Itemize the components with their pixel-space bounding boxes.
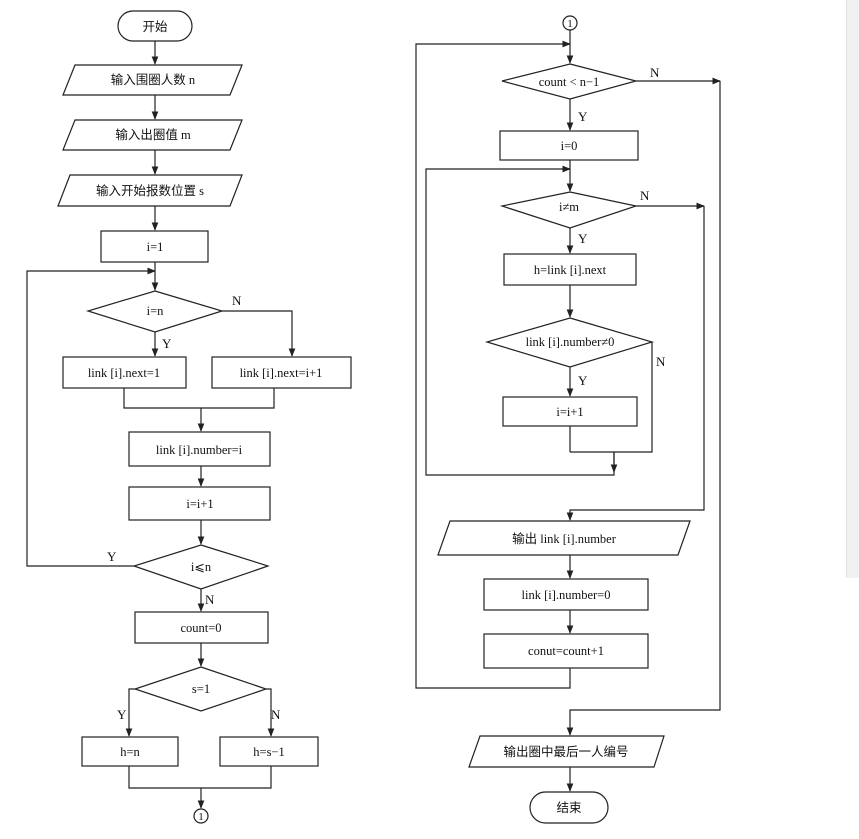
cond-i-eq-n-no: N (232, 293, 242, 308)
cond-number-ne-0-yes: Y (578, 373, 588, 388)
left-connector-label: 1 (198, 811, 204, 823)
vertical-scrollbar[interactable] (846, 0, 859, 578)
right-connector-label: 1 (567, 18, 573, 30)
start-terminal (117, 10, 193, 42)
number-zero-box (483, 578, 649, 611)
next-eq-i1-label: link [i].next=i+1 (240, 366, 323, 380)
input-s-label: 输入开始报数位置 s (96, 183, 204, 198)
output-last-label: 输出圈中最后一人编号 (503, 744, 628, 759)
output-number-parallelogram (437, 520, 691, 556)
input-s-parallelogram (57, 174, 243, 207)
cond-i-eq-n-label: i=n (147, 304, 165, 318)
end-terminal (529, 791, 609, 824)
count-zero-label: count=0 (180, 621, 221, 635)
cond-count-yes: Y (578, 109, 588, 124)
right-connector-circle (562, 15, 578, 31)
input-m-parallelogram (62, 119, 243, 151)
cond-i-ne-m-no: N (640, 188, 650, 203)
next-eq-1-box (62, 356, 187, 389)
input-n-label: 输入围圈人数 n (111, 72, 196, 87)
cond-i-eq-n-diamond (85, 290, 225, 333)
init-i-label: i=1 (147, 240, 164, 254)
cond-count-no: N (650, 65, 660, 80)
init-i-box (100, 230, 209, 263)
input-m-label: 输入出圈值 m (115, 127, 191, 142)
count-inc-box (483, 633, 649, 669)
cond-i-le-n-yes: Y (107, 549, 117, 564)
inc-i-box (128, 486, 271, 521)
h-eq-s1-box (219, 736, 319, 767)
cond-i-ne-m-diamond (499, 191, 639, 229)
next-eq-1-label: link [i].next=1 (88, 366, 160, 380)
h-next-box (503, 253, 637, 286)
i-zero-box (499, 130, 639, 161)
cond-s-eq-1-diamond (133, 666, 268, 712)
start-label: 开始 (142, 20, 168, 34)
h-eq-n-label: h=n (120, 745, 140, 759)
cond-i-ne-m-yes: Y (578, 231, 588, 246)
cond-s-eq-1-no: N (271, 707, 281, 722)
left-flow-lines (26, 41, 296, 809)
count-zero-box (134, 611, 269, 644)
inc-i-right-box (502, 396, 638, 427)
cond-i-ne-m-label: i≠m (559, 200, 579, 214)
number-eq-i-label: link [i].number=i (156, 443, 243, 457)
end-label: 结束 (556, 801, 582, 815)
input-n-parallelogram (62, 64, 243, 96)
i-zero-label: i=0 (561, 139, 578, 153)
inc-i-label: i=i+1 (186, 497, 213, 511)
h-eq-s1-label: h=s−1 (253, 745, 284, 759)
right-flow-lines (415, 30, 721, 792)
cond-s-eq-1-label: s=1 (192, 682, 210, 696)
cond-count-diamond (501, 63, 639, 100)
h-eq-n-box (81, 736, 179, 767)
next-eq-i1-box (211, 356, 352, 389)
number-zero-label: link [i].number=0 (522, 588, 611, 602)
cond-s-eq-1-yes: Y (117, 707, 127, 722)
inc-i-right-label: i=i+1 (556, 405, 583, 419)
count-inc-label: conut=count+1 (528, 644, 604, 658)
h-next-label: h=link [i].next (534, 263, 607, 277)
output-number-label: 输出 link [i].number (512, 531, 617, 546)
output-last-parallelogram (468, 735, 665, 768)
cond-i-le-n-diamond (132, 544, 270, 590)
cond-i-eq-n-yes: Y (162, 336, 172, 351)
cond-number-ne-0-diamond (484, 317, 655, 368)
cond-i-le-n-label: i⩽n (191, 560, 212, 574)
cond-number-ne-0-label: link [i].number≠0 (526, 335, 615, 349)
cond-count-label: count < n−1 (539, 75, 600, 89)
cond-i-le-n-no: N (205, 592, 215, 607)
number-eq-i-box (128, 431, 271, 467)
left-connector-circle (193, 808, 209, 824)
cond-number-ne-0-no: N (656, 354, 666, 369)
